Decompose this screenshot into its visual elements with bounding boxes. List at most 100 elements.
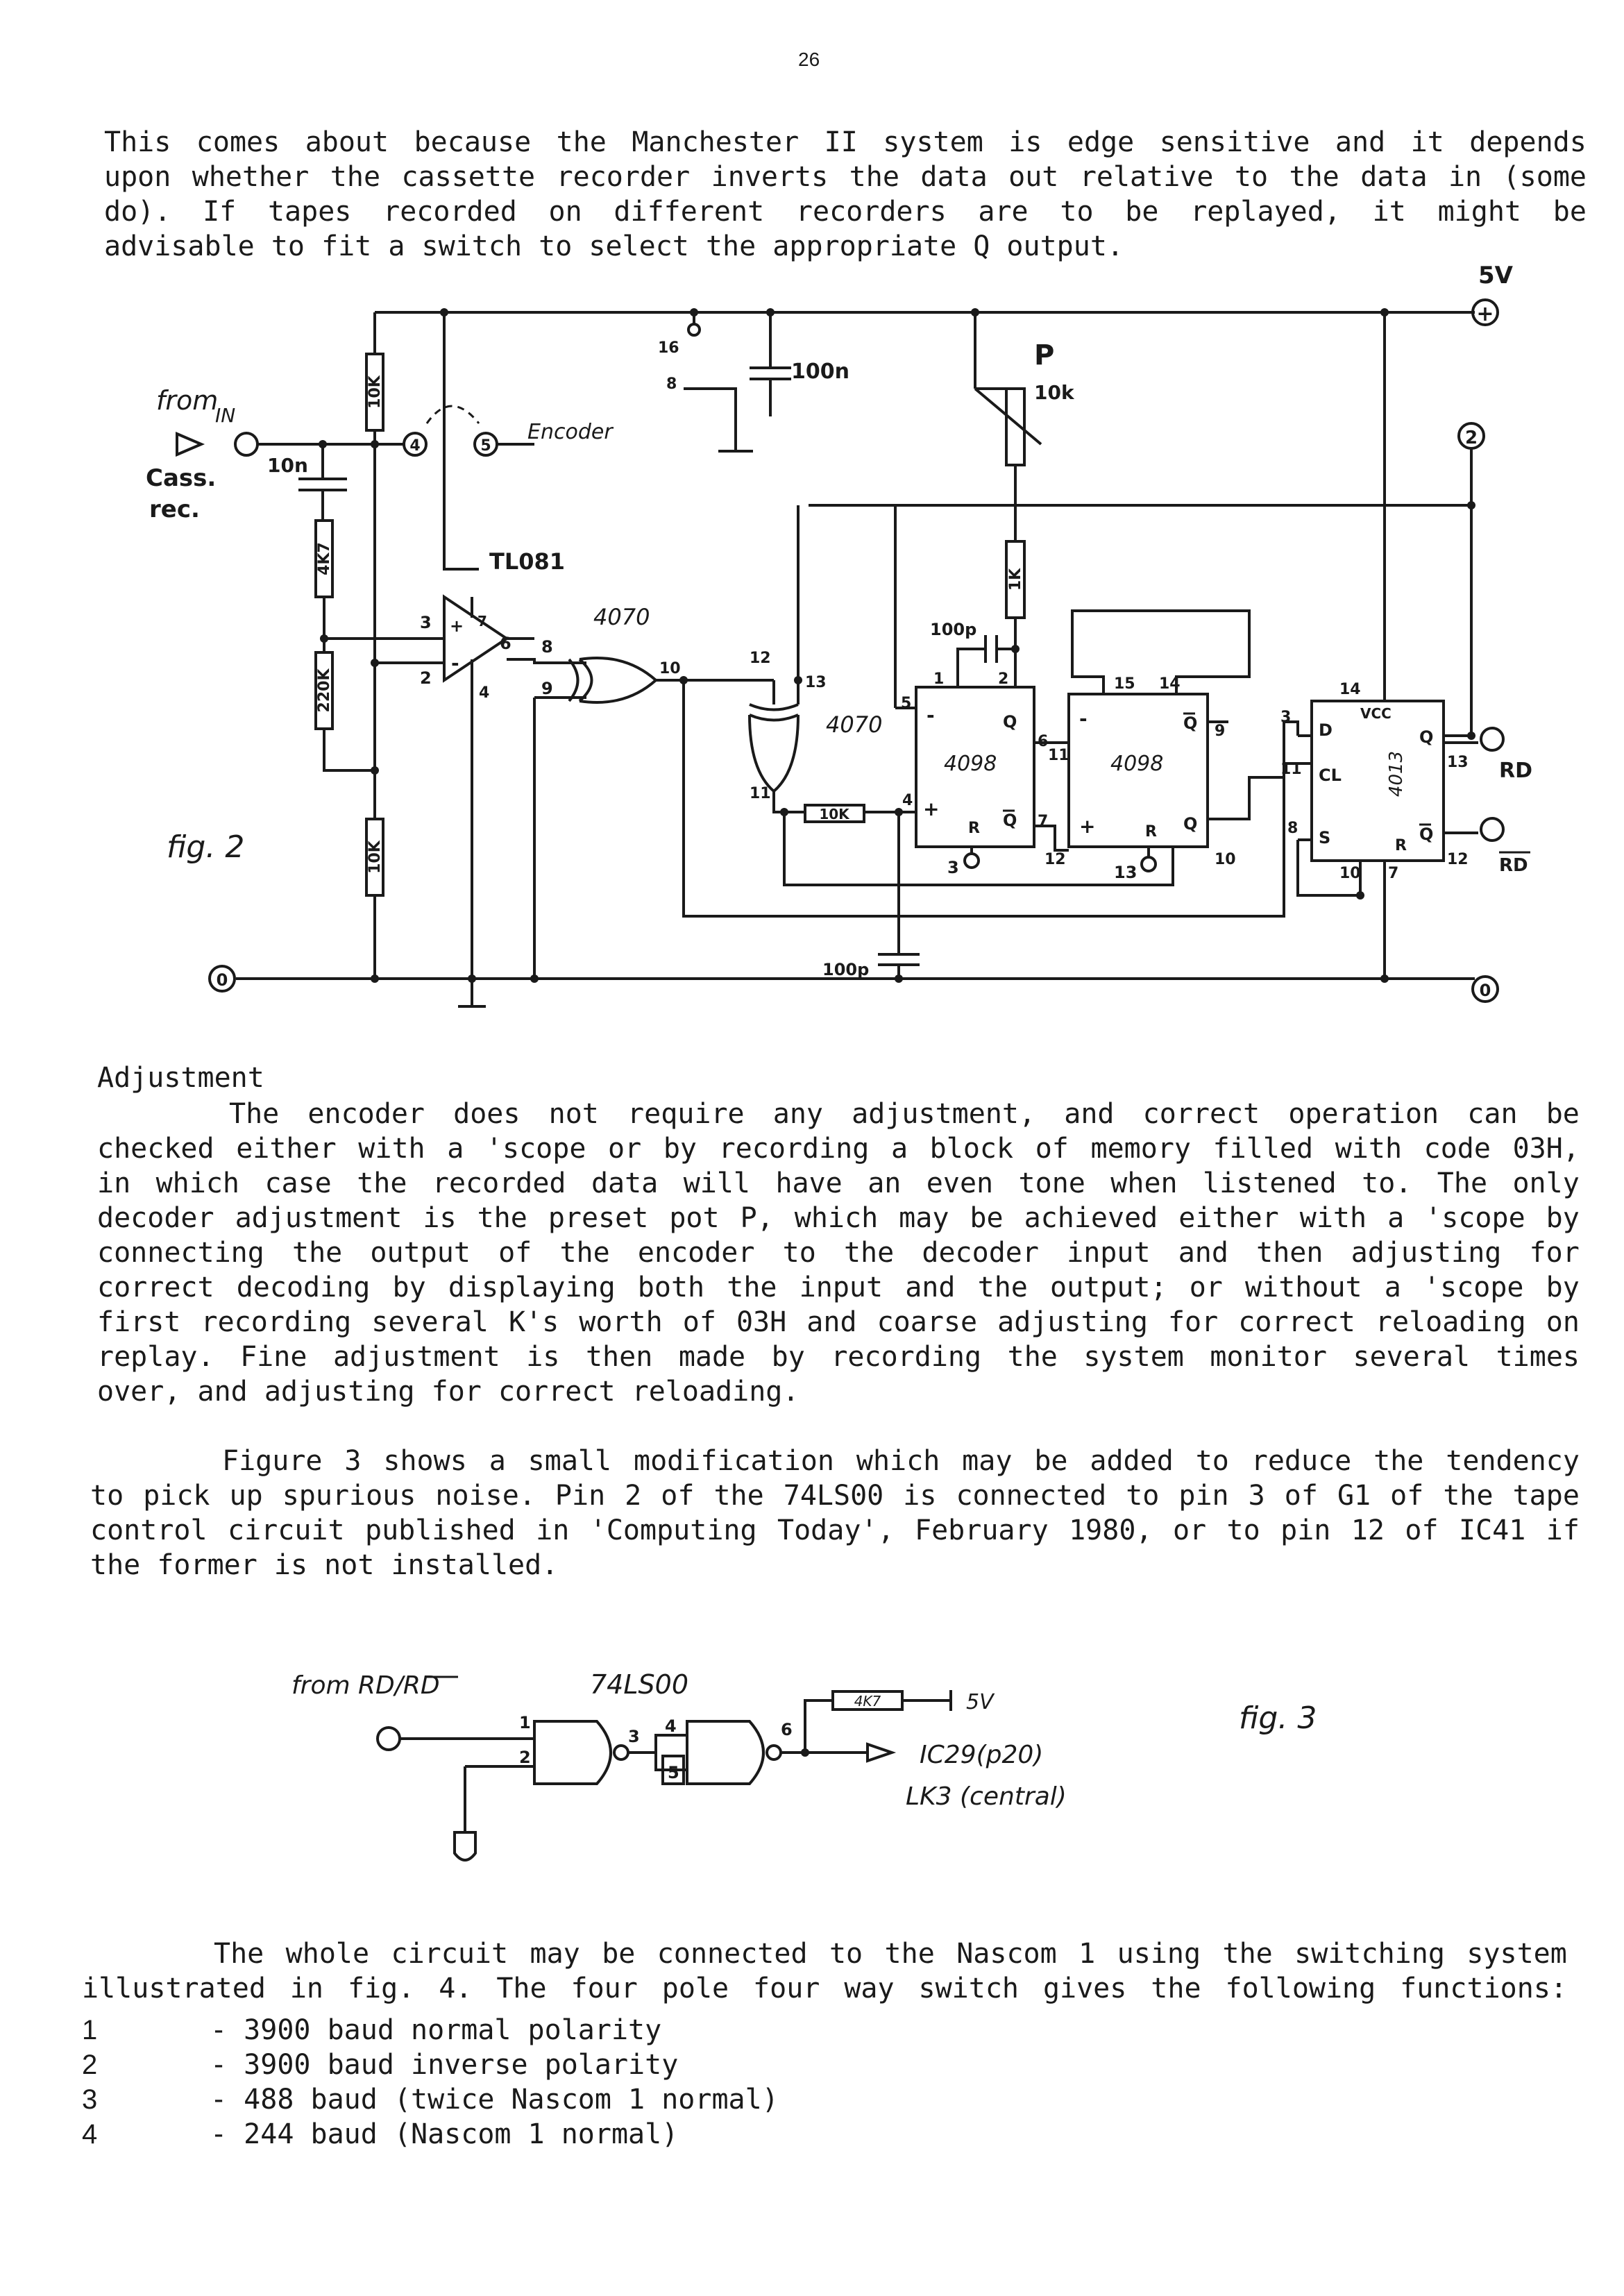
word: may	[899, 1202, 949, 1234]
word: on	[1546, 1306, 1580, 1338]
tl081-label: TL081	[489, 548, 565, 575]
word: input	[1067, 1237, 1151, 1269]
word: a	[1387, 1202, 1405, 1234]
word: adjustment	[235, 1202, 403, 1234]
word: cassette	[401, 161, 536, 193]
list-item: 2 - 3900 baud inverse polarity	[82, 2048, 779, 2082]
word: block	[929, 1133, 1014, 1165]
word: without	[1245, 1272, 1362, 1303]
ic-c-pin-12: 12	[1447, 851, 1469, 868]
word: monitor	[1210, 1341, 1327, 1373]
rec-label: rec.	[149, 496, 200, 523]
word: is	[1008, 126, 1042, 158]
word: the	[1373, 1445, 1424, 1477]
word: correct	[1142, 1098, 1260, 1130]
list-item-number: 2	[82, 2050, 98, 2080]
word: following	[1225, 1973, 1376, 2004]
word: switch	[918, 1973, 1020, 2004]
word: control	[90, 1514, 208, 1546]
word: depends	[1469, 126, 1587, 158]
word: connected	[657, 1938, 808, 1970]
fig3-schematic: from RD/RD 74LS00 1 2 3 4 5 6 4K7 5V IC2…	[291, 1669, 1317, 1862]
word: might	[1437, 196, 1521, 228]
ic-c-s: S	[1319, 828, 1330, 847]
word: do).	[104, 196, 171, 228]
fig3-from-label: from RD/RD	[291, 1671, 440, 1700]
word: filled	[1212, 1133, 1314, 1165]
word: adjustment,	[852, 1098, 1036, 1130]
word: using	[1117, 1938, 1201, 1970]
word: memory	[1090, 1133, 1191, 1165]
word: either	[236, 1133, 337, 1165]
word: inverts	[711, 161, 829, 193]
word: it	[1410, 126, 1444, 158]
ic-a-r: R	[968, 820, 980, 837]
word: adjusting	[1351, 1237, 1502, 1269]
word: reduce	[1251, 1445, 1352, 1477]
word: case	[264, 1167, 332, 1199]
word: adjusting	[997, 1306, 1148, 1338]
ic-c-r: R	[1395, 837, 1407, 854]
word: then	[1256, 1237, 1323, 1269]
opamp-pin-4: 4	[479, 684, 489, 702]
ic-c-q: Q	[1419, 727, 1433, 747]
ic-a-pin-1: 1	[933, 670, 944, 688]
word: recorders	[795, 196, 947, 228]
ic-4013-label: 4013	[1386, 751, 1407, 797]
ic-c-cl: CL	[1319, 766, 1342, 785]
word: and	[1064, 1098, 1115, 1130]
word: both	[637, 1272, 705, 1303]
word: by	[663, 1133, 697, 1165]
vcc-label: VCC	[1360, 705, 1392, 722]
list-item-number: 1	[82, 2015, 98, 2045]
word: several	[1353, 1341, 1471, 1373]
ic-b-r: R	[1145, 823, 1157, 841]
fig2-schematic: + 5V 0 0 2 from IN Cass. rec. 10n 4K7 22…	[146, 264, 1532, 1008]
text-line: over, and adjusting for correct reloadin…	[97, 1376, 800, 1408]
ic-b-pin-11: 11	[1048, 747, 1069, 764]
word: to	[1234, 161, 1269, 193]
word: pole	[661, 1973, 729, 2004]
word: 1980,	[1069, 1514, 1153, 1546]
word: first	[97, 1306, 181, 1338]
word: the	[1007, 1341, 1058, 1373]
gate-pin-8: 8	[541, 637, 553, 657]
ic-a-minus: -	[927, 704, 935, 727]
word: data	[920, 161, 988, 193]
word: data	[591, 1167, 659, 1199]
word: system	[883, 126, 983, 158]
opamp-pin-7: 7	[477, 613, 487, 630]
fig3-supply-label: 5V	[966, 1690, 995, 1714]
r-10k-bottom-label: 10K	[366, 840, 384, 874]
word: even	[926, 1167, 994, 1199]
word: the	[1222, 1938, 1273, 1970]
word: the	[849, 161, 899, 193]
word: 'scope	[1425, 1202, 1525, 1234]
word: by	[1546, 1272, 1580, 1303]
r-10k-top-label: 10K	[366, 375, 384, 409]
word: 3	[1248, 1480, 1265, 1512]
word: recorded	[383, 196, 517, 228]
word: if	[1546, 1514, 1580, 1546]
word: to	[1195, 1445, 1229, 1477]
word: or	[1172, 1514, 1207, 1546]
word: encoder	[307, 1098, 425, 1130]
word: four	[753, 1973, 820, 2004]
word: replay.	[97, 1341, 214, 1373]
ic-b-qbar: Q	[1183, 714, 1197, 733]
ic-b-pin-10: 10	[1215, 851, 1236, 868]
word: output;	[1050, 1272, 1167, 1303]
word: added	[1090, 1445, 1174, 1477]
word: pin	[1280, 1514, 1331, 1546]
pot-p-label: P	[1034, 339, 1054, 371]
fig3-dest-2: LK3 (central)	[906, 1782, 1067, 1811]
word: 03H,	[1512, 1133, 1580, 1165]
r-220k-label: 220K	[316, 668, 333, 713]
